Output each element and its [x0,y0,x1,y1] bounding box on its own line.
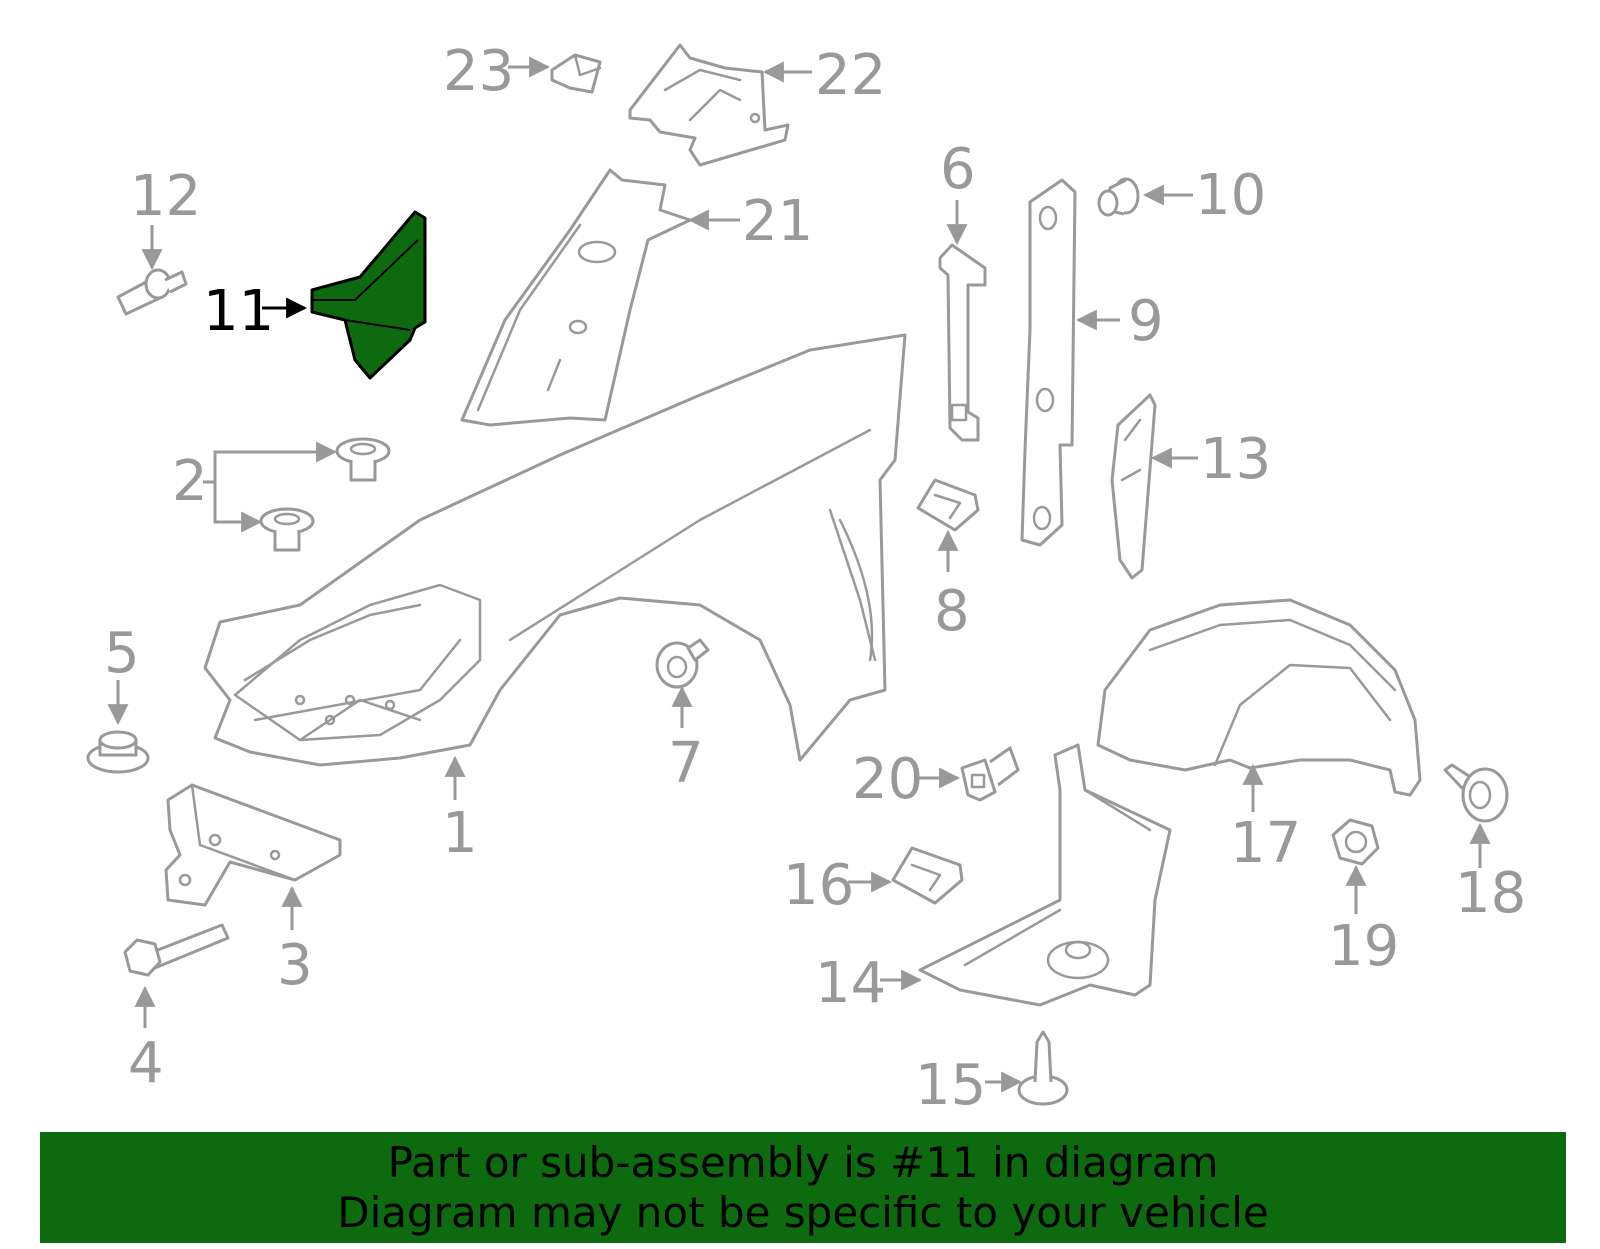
callout-21: 21 [742,189,813,254]
part-10-clip [1097,177,1140,217]
part-18-screw [1443,763,1509,823]
part-15-screw [1017,1030,1069,1106]
part-17-liner [1096,598,1422,797]
callout-23: 23 [443,39,514,104]
part-13-seal [1110,393,1157,580]
callout-9: 9 [1128,289,1164,354]
banner-background [40,1132,1566,1243]
leader-2b [213,482,263,533]
callout-7: 7 [668,731,704,796]
callout-18: 18 [1455,861,1526,926]
callout-12: 12 [130,164,201,229]
part-8-clip [916,478,980,532]
part-16-clip [891,846,964,905]
callout-14: 14 [815,951,886,1016]
banner-line-2: Diagram may not be specific to your vehi… [337,1187,1269,1237]
callout-8: 8 [934,579,970,644]
part-20-clip [960,746,1020,802]
callout-19: 19 [1328,914,1399,979]
part-12-clip [116,268,188,316]
callout-6: 6 [940,137,976,202]
part-2-clips [259,437,391,552]
part-3-bracket [164,783,342,907]
part-7-grommet [655,638,710,689]
part-23-clip [550,53,602,94]
callout-4: 4 [128,1031,164,1096]
callout-1: 1 [442,801,478,866]
info-banner: Part or sub-assembly is #11 in diagram D… [40,1132,1566,1243]
banner-line-1: Part or sub-assembly is #11 in diagram [387,1137,1219,1187]
part-14-liner [918,743,1172,1007]
callout-13: 13 [1200,427,1271,492]
callout-2: 2 [172,449,208,514]
callout-15: 15 [915,1053,986,1118]
part-19-nut [1331,818,1380,866]
callout-22: 22 [815,43,886,108]
part-1-fender [203,333,907,767]
part-22-bracket [628,43,790,167]
callout-16: 16 [783,853,854,918]
part-5-nut [86,730,150,774]
callout-11: 11 [203,279,274,344]
callout-17: 17 [1230,811,1301,876]
part-6-strip [938,243,987,442]
part-21-pillar [460,168,692,427]
part-11-highlighted [310,210,427,380]
callout-10: 10 [1195,163,1266,228]
callout-5: 5 [104,621,140,686]
leader-2a [213,441,338,482]
part-4-bolt [123,923,230,977]
callout-3: 3 [277,933,313,998]
part-9-panel [1020,178,1077,547]
callout-20: 20 [852,747,923,812]
